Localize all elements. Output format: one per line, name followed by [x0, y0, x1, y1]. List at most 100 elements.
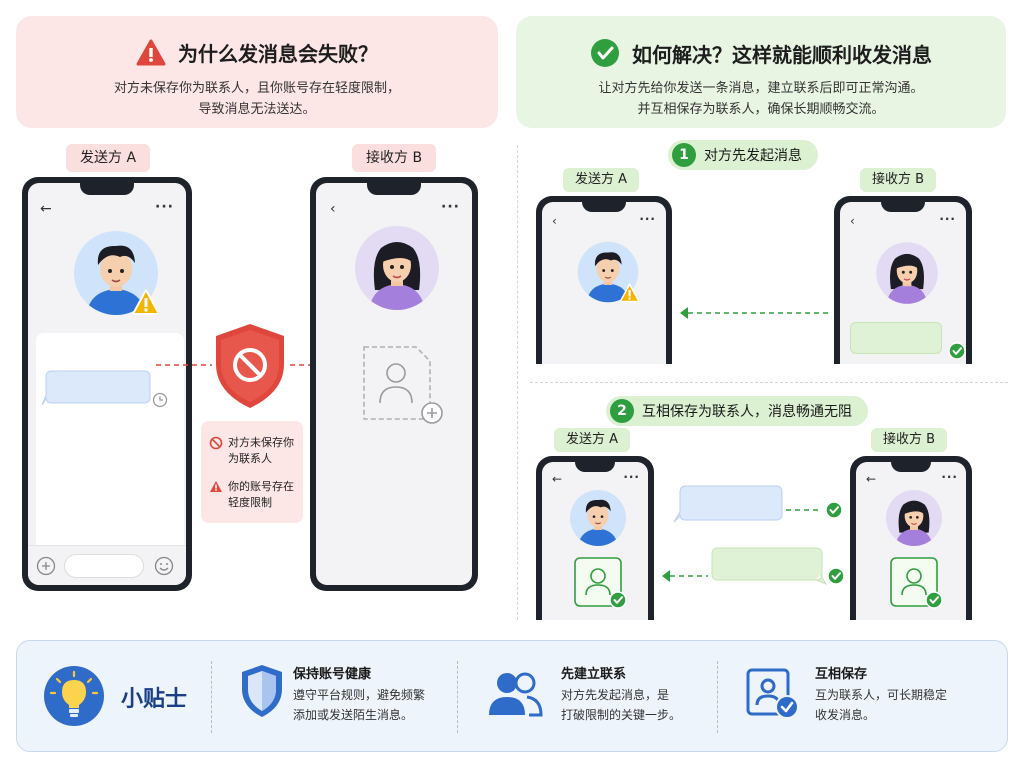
- blocked-shield-icon: [216, 324, 284, 408]
- tip2-body: 对方先发起消息，是 打破限制的关键一步。: [561, 685, 681, 725]
- back-arrow-icon[interactable]: ←: [40, 201, 52, 217]
- step1-receiver-phone: ‹ ···: [834, 196, 972, 364]
- no-entry-icon: [209, 436, 223, 450]
- input-bar: [28, 545, 186, 585]
- more-options-icon[interactable]: ···: [623, 470, 640, 484]
- step1-number: 1: [672, 143, 696, 167]
- failure-description: 对方未保存你为联系人，且你账号存在轻度限制， 导致消息无法送达。: [16, 78, 498, 120]
- step2-receiver-label: 接收方 B: [871, 428, 948, 452]
- step1-sent-message-bubble: [850, 322, 942, 354]
- shield-icon: [242, 665, 282, 717]
- step1-receiver-avatar: [874, 240, 940, 306]
- tip1-title: 保持账号健康: [293, 667, 372, 682]
- delivered-check-icon: [827, 567, 845, 585]
- back-chevron-icon[interactable]: ‹: [850, 214, 855, 228]
- pending-message-bubble: [41, 370, 151, 406]
- phone-notch: [891, 462, 931, 472]
- saved-contact-icon: [890, 557, 943, 609]
- failure-title-row: 为什么发消息会失败？: [16, 38, 498, 67]
- reason-account-limited: 你的账号存在轻度限制: [228, 480, 294, 509]
- tip1-line2: 添加或发送陌生消息。: [293, 708, 414, 722]
- failure-desc-line2: 导致消息无法送达。: [198, 102, 316, 117]
- step1-sender-label: 发送方 A: [563, 168, 640, 192]
- step1-sender-phone: ‹ ···: [536, 196, 672, 364]
- message-input[interactable]: [64, 554, 144, 578]
- step2-receiver-phone: ← ···: [850, 456, 972, 620]
- step2-sender-avatar: [568, 488, 628, 548]
- solution-header-panel: 如何解决？这样就能顺利收发消息 让对方先给你发送一条消息，建立联系后即可正常沟通…: [516, 16, 1006, 128]
- more-options-icon[interactable]: ···: [155, 199, 174, 215]
- step2-receiver-avatar: [884, 488, 944, 548]
- saved-contact-icon: [574, 557, 627, 609]
- step1-receiver-label: 接收方 B: [860, 168, 937, 192]
- sender-phone: ← ···: [22, 177, 192, 591]
- reason-row-2: 你的账号存在轻度限制: [209, 479, 300, 511]
- warning-triangle-icon: [136, 39, 166, 66]
- step2-sender-phone: ← ···: [536, 456, 654, 620]
- lightbulb-icon: [44, 666, 104, 726]
- step2-sender-label: 发送方 A: [554, 428, 631, 452]
- phone-notch: [80, 183, 134, 195]
- emoji-icon[interactable]: [154, 556, 174, 576]
- tip1-body: 遵守平台规则，避免频繁 添加或发送陌生消息。: [293, 685, 425, 725]
- step-divider: [530, 382, 1008, 383]
- more-options-icon[interactable]: ···: [939, 212, 956, 226]
- sent-check-icon: [948, 342, 966, 360]
- solution-desc-line2: 并互相保存为联系人，确保长期顺畅交流。: [637, 102, 885, 117]
- failure-reasons-box: 对方未保存你为联系人 你的账号存在轻度限制: [201, 421, 303, 523]
- step2-number: 2: [610, 399, 634, 423]
- step1-incoming-arrow: [680, 307, 828, 319]
- chat-area: [36, 333, 184, 553]
- users-icon: [489, 672, 543, 717]
- more-options-icon[interactable]: ···: [639, 212, 656, 226]
- sender-avatar: [66, 223, 160, 323]
- back-arrow-icon[interactable]: ←: [552, 472, 563, 486]
- tip2-line2: 打破限制的关键一步。: [561, 708, 682, 722]
- failure-desc-line1: 对方未保存你为联系人，且你账号存在轻度限制，: [113, 81, 400, 96]
- receiver-avatar: [352, 223, 442, 313]
- tips-separator: [457, 661, 458, 733]
- failure-title: 为什么发消息会失败？: [178, 42, 378, 66]
- back-chevron-icon[interactable]: ‹: [330, 201, 336, 217]
- tip1-line1: 遵守平台规则，避免频繁: [293, 688, 426, 702]
- clock-pending-icon: [152, 392, 168, 408]
- phone-notch: [367, 183, 421, 195]
- tips-title: 小贴士: [121, 687, 188, 712]
- step1-sender-avatar: [572, 236, 640, 308]
- reason-not-saved: 对方未保存你为联系人: [228, 436, 294, 465]
- add-plus-icon[interactable]: [36, 556, 56, 576]
- tip2-title: 先建立联系: [561, 667, 627, 682]
- tip3-body: 互为联系人，可长期稳定 收发消息。: [815, 685, 947, 725]
- receiver-b-label: 接收方 B: [352, 144, 437, 172]
- back-arrow-icon[interactable]: ←: [866, 472, 877, 486]
- warning-small-icon: [210, 481, 222, 492]
- step2-label: 互相保存为联系人，消息畅通无阻: [642, 404, 852, 420]
- check-circle-icon: [591, 39, 619, 67]
- phone-notch: [881, 202, 925, 212]
- tip3-line2: 收发消息。: [815, 708, 876, 722]
- tips-separator: [211, 661, 212, 733]
- back-chevron-icon[interactable]: ‹: [552, 214, 557, 228]
- blocked-flow-graphic: [156, 324, 344, 408]
- sender-a-label: 发送方 A: [66, 144, 151, 172]
- step1-label: 对方先发起消息: [704, 148, 802, 164]
- step2-outgoing-message: [673, 485, 843, 523]
- more-options-icon[interactable]: ···: [441, 199, 460, 215]
- tip3-title: 互相保存: [815, 667, 868, 682]
- step1-pill: 1 对方先发起消息: [668, 140, 818, 170]
- delivered-check-icon: [825, 501, 843, 519]
- solution-desc-line1: 让对方先给你发送一条消息，建立联系后即可正常沟通。: [598, 81, 924, 96]
- step2-pill: 2 互相保存为联系人，消息畅通无阻: [606, 396, 868, 426]
- solution-description: 让对方先给你发送一条消息，建立联系后即可正常沟通。 并互相保存为联系人，确保长期…: [516, 78, 1006, 120]
- unsaved-contact-icon: [363, 346, 443, 424]
- vertical-divider: [517, 145, 518, 620]
- more-options-icon[interactable]: ···: [941, 470, 958, 484]
- tips-separator: [717, 661, 718, 733]
- tip2-line1: 对方先发起消息，是: [561, 688, 670, 702]
- solution-title-row: 如何解决？这样就能顺利收发消息: [516, 38, 1006, 68]
- phone-notch: [582, 202, 626, 212]
- failure-header-panel: 为什么发消息会失败？ 对方未保存你为联系人，且你账号存在轻度限制， 导致消息无法…: [16, 16, 498, 128]
- tip3-line1: 互为联系人，可长期稳定: [815, 688, 948, 702]
- phone-notch: [575, 462, 615, 472]
- step2-incoming-message: [662, 547, 845, 586]
